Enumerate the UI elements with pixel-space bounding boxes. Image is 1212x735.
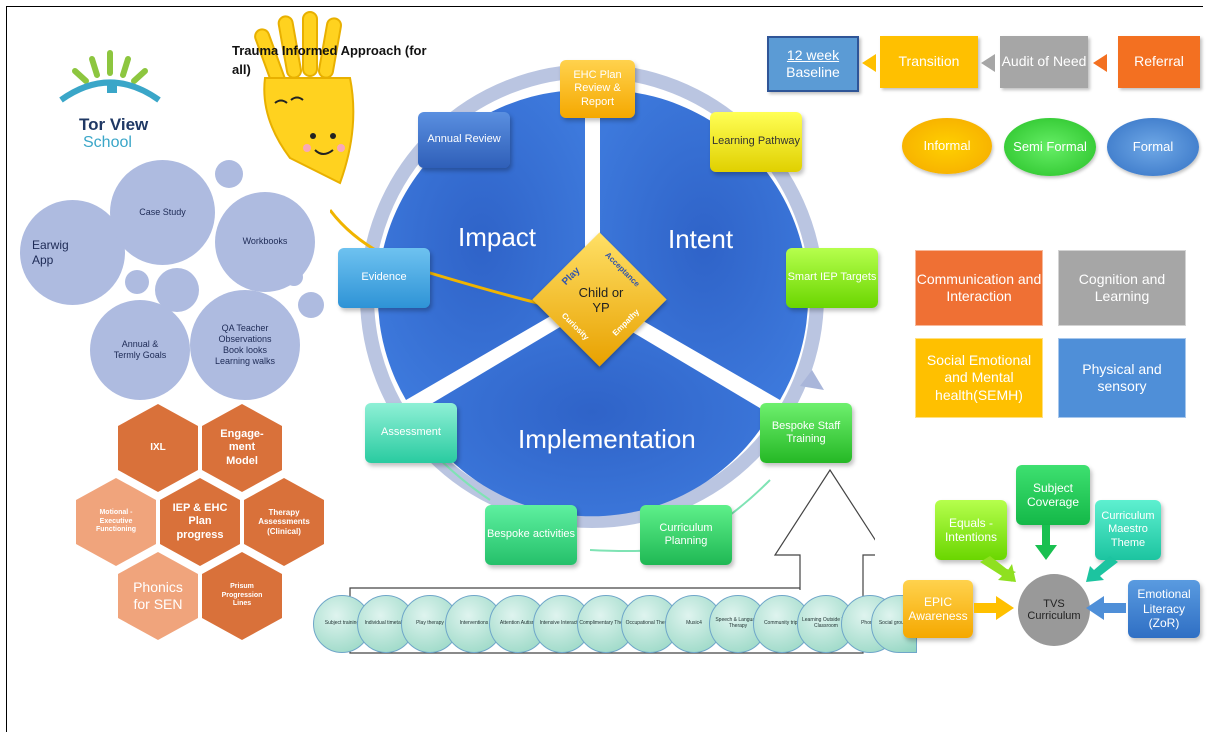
category-physical: Physical and sensory: [1058, 338, 1186, 418]
hex-iep-label: IEP & EHC Plan progress: [172, 502, 228, 541]
arrow-from-emotional: [1086, 596, 1126, 620]
school-logo: Tor View School: [55, 45, 165, 155]
bubble-workbooks-label: Workbooks: [242, 236, 288, 247]
step-bespoke-activities: Bespoke activities: [485, 505, 577, 565]
step-evidence: Evidence: [338, 248, 430, 308]
bubble-small-4: [298, 292, 324, 318]
process-baseline: 12 week Baseline: [767, 36, 859, 92]
oval-semi-formal: Semi Formal: [1004, 118, 1096, 176]
arrow-left-1: [862, 54, 876, 72]
glove-illustration: [245, 8, 365, 188]
bubble-small-1: [215, 160, 243, 188]
bubble-small-5: [285, 268, 303, 286]
category-communication: Communication and Interaction: [915, 250, 1043, 326]
bubble-goals: Annual & Termly Goals: [90, 300, 190, 400]
category-semh: Social Emotional and Mental health(SEMH): [915, 338, 1043, 418]
bubble-earwig: Earwig App: [20, 200, 125, 305]
bubble-qa: QA Teacher Observations Book looks Learn…: [190, 290, 300, 400]
implementation-label: Implementation: [518, 424, 696, 454]
arrow-from-equals: [980, 556, 1016, 582]
hex-prisum: Prisum Progression Lines: [202, 552, 282, 640]
bracket-arrow: [349, 468, 875, 654]
logo-title: Tor View: [79, 115, 149, 134]
hex-prisum-label: Prisum Progression Lines: [221, 583, 263, 608]
implementation-sector: [414, 308, 770, 517]
tvs-equals: Equals - Intentions: [935, 500, 1007, 560]
arrow-from-maestro: [1086, 556, 1118, 582]
step-learning-pathway: Learning Pathway: [710, 112, 802, 172]
tvs-curriculum: TVS Curriculum: [1018, 574, 1090, 646]
hex-motional-label: Motional - Executive Functioning: [95, 509, 137, 534]
tvs-maestro: Curriculum Maestro Theme: [1095, 500, 1161, 560]
hex-engagement-label: Engage-ment Model: [220, 428, 264, 467]
glove-icon: [254, 11, 355, 185]
arrow-left-3: [1093, 54, 1107, 72]
trauma-label: Trauma Informed Approach (for all): [232, 43, 427, 77]
tvs-emotional: Emotional Literacy (ZoR): [1128, 580, 1200, 638]
process-audit: Audit of Need: [1000, 36, 1088, 88]
tvs-subject-coverage: Subject Coverage: [1016, 465, 1090, 525]
impact-label: Impact: [458, 222, 537, 252]
oval-informal: Informal: [902, 118, 992, 174]
process-baseline-line1: 12 week: [786, 46, 840, 63]
hex-phonics-label: Phonics for SEN: [133, 579, 183, 612]
logo-subtitle: School: [83, 134, 132, 151]
step-curriculum-planning: Curriculum Planning: [640, 505, 732, 565]
step-staff-training: Bespoke Staff Training: [760, 403, 852, 463]
center-label: Child or YP: [578, 285, 624, 315]
step-ehc-plan: EHC Plan Review & Report: [560, 60, 635, 118]
bubble-goals-label: Annual & Termly Goals: [113, 338, 167, 360]
page-frame: [6, 6, 1203, 732]
category-cognition: Cognition and Learning: [1058, 250, 1186, 326]
tvs-curriculum-label: TVS Curriculum: [1027, 598, 1081, 622]
step-assessment: Assessment: [365, 403, 457, 463]
hex-ixl-label: IXL: [150, 442, 166, 453]
oval-formal: Formal: [1107, 118, 1199, 176]
arrow-from-subject: [1035, 525, 1057, 560]
bubble-case-study: Case Study: [110, 160, 215, 265]
bubble-qa-label: QA Teacher Observations Book looks Learn…: [214, 322, 276, 367]
cycle-arrow-right: [800, 370, 824, 390]
tvs-epic: EPIC Awareness: [903, 580, 973, 638]
bubble-case-study-label: Case Study: [139, 206, 186, 217]
chain-item: Community trips: [753, 595, 811, 653]
process-transition: Transition: [880, 36, 978, 88]
step-smart-iep: Smart IEP Targets: [786, 248, 878, 308]
arrow-from-epic: [974, 596, 1014, 620]
hex-therapy-label: Therapy Assessments (Clinical): [258, 507, 310, 536]
bubble-small-2: [125, 270, 149, 294]
intent-label: Intent: [668, 224, 734, 254]
arrow-left-2: [981, 54, 995, 72]
process-baseline-line2: Baseline: [786, 64, 840, 80]
bubble-earwig-label: Earwig App: [32, 237, 69, 267]
logo-icon: [59, 50, 161, 103]
bubble-small-3: [155, 268, 199, 312]
tvs-arrows: [974, 525, 1126, 620]
step-annual-review: Annual Review: [418, 112, 510, 168]
process-referral: Referral: [1118, 36, 1200, 88]
chain-row: Subject training Individual timetable Pl…: [313, 595, 923, 657]
hex-phonics: Phonics for SEN: [118, 552, 198, 640]
